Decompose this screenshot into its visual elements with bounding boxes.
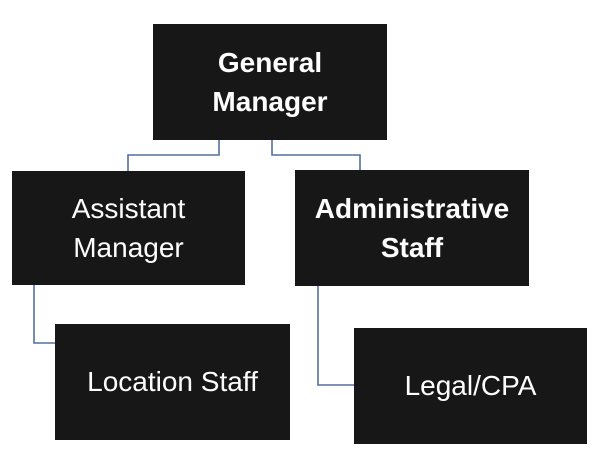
connector-general-manager-to-administrative-staff bbox=[271, 140, 361, 170]
node-general-manager-label: General Manager bbox=[212, 46, 328, 117]
node-assistant-manager: Assistant Manager bbox=[12, 171, 245, 285]
node-administrative-staff-label: Administrative Staff bbox=[314, 192, 510, 263]
node-legal-cpa-label: Legal/CPA bbox=[404, 370, 537, 402]
connector-assistant-manager-to-location-staff bbox=[33, 285, 55, 344]
node-location-staff: Location Staff bbox=[55, 324, 290, 440]
node-general-manager: General Manager bbox=[153, 24, 387, 140]
node-assistant-manager-label: Assistant Manager bbox=[71, 192, 186, 263]
node-legal-cpa: Legal/CPA bbox=[354, 328, 587, 444]
connector-administrative-staff-to-legal-cpa bbox=[317, 286, 354, 386]
connector-general-manager-to-assistant-manager bbox=[127, 140, 220, 171]
node-administrative-staff: Administrative Staff bbox=[295, 170, 529, 286]
node-location-staff-label: Location Staff bbox=[87, 366, 258, 398]
